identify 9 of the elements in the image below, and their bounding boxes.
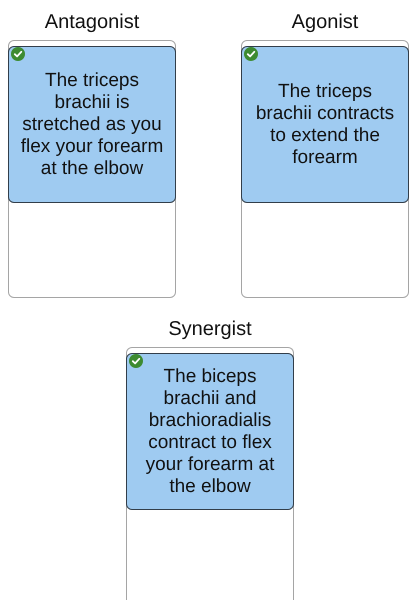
card-text: The biceps brachii and brachioradialis contract to flex your forearm at the elbow (144, 366, 276, 498)
answer-card (126, 353, 294, 510)
card-text: The triceps brachii is stretched as you flex your forearm at the elbow (20, 70, 164, 180)
card-text: The triceps brachii contracts to extend the forearm (254, 80, 396, 168)
answer-card (241, 46, 409, 203)
zone-heading: Antagonist (44, 10, 140, 34)
zone-heading: Agonist (292, 10, 358, 34)
zone-heading: Synergist (168, 317, 252, 341)
answer-card (8, 46, 176, 203)
